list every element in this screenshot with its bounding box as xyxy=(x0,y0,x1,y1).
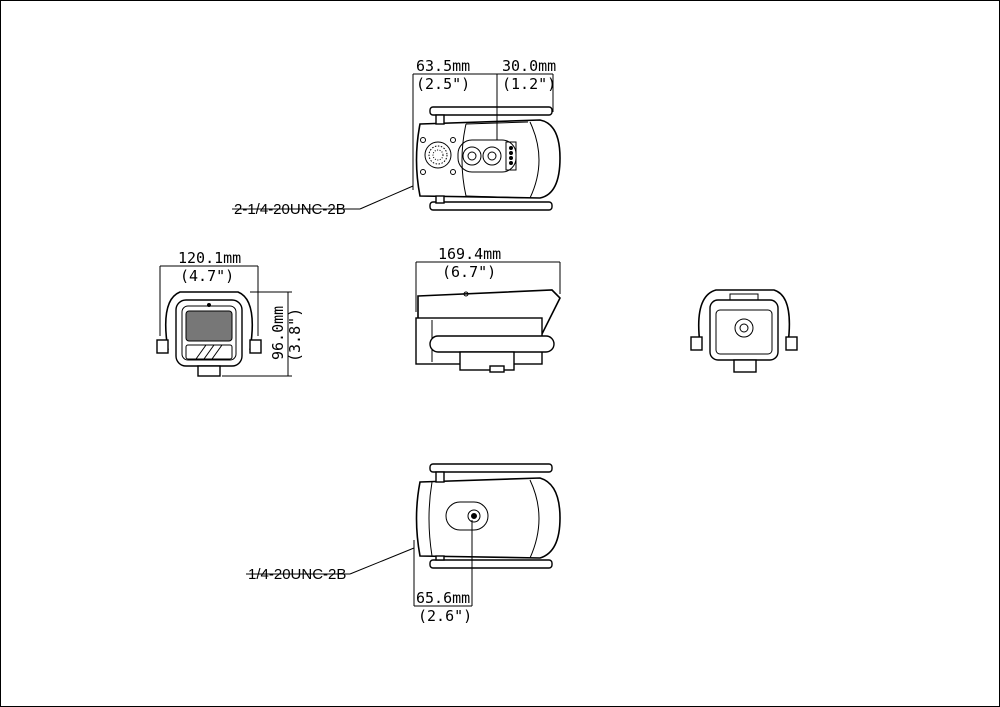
bottom-view-body xyxy=(415,477,561,559)
bottom-view-rail-upper xyxy=(429,463,553,473)
dim-side-length-mm: 169.4mm xyxy=(438,245,501,263)
rear-view-bracket xyxy=(697,289,791,345)
side-view-mount xyxy=(459,351,515,371)
front-ir-window xyxy=(185,344,233,360)
side-view-rail xyxy=(429,335,555,353)
top-view-body xyxy=(415,119,561,199)
top-mount-hole-left xyxy=(462,146,482,166)
rear-base xyxy=(733,359,757,373)
dim-front-height-inch: (3.8") xyxy=(286,308,304,362)
dim-top-left-mm: 63.5mm xyxy=(416,57,470,75)
note-bottom-mount: 1/4-20UNC-2B xyxy=(248,566,346,583)
bottom-mount-plate xyxy=(445,501,489,531)
top-view-rail-lower xyxy=(429,201,553,211)
front-lens-window xyxy=(185,310,233,342)
dim-top-left-inch: (2.5") xyxy=(416,75,470,93)
rear-knob-left xyxy=(690,336,703,351)
bottom-view: 65.6mm (2.6") 1/4-20UNC-2B xyxy=(246,463,561,625)
bottom-view-rail-lower xyxy=(429,559,553,569)
front-base xyxy=(197,365,221,377)
rear-cable-gland xyxy=(734,318,754,338)
top-view-rail-upper xyxy=(429,106,553,116)
top-mount-hole-right xyxy=(482,146,502,166)
rear-cable-port xyxy=(729,293,759,301)
dim-front-width-inch: (4.7") xyxy=(180,267,234,285)
dim-side-length-inch: (6.7") xyxy=(442,263,496,281)
front-knob-right xyxy=(249,339,262,354)
rear-view xyxy=(690,289,798,373)
top-view: 63.5mm (2.5") 30.0mm (1.2") 2-1/4-20UNC-… xyxy=(232,57,561,218)
dim-bottom-offset-inch: (2.6") xyxy=(418,607,472,625)
label-strip xyxy=(505,141,517,171)
bottom-mount-hole xyxy=(467,509,481,523)
speaker-grille xyxy=(424,141,452,169)
note-top-mount: 2-1/4-20UNC-2B xyxy=(234,201,346,218)
dim-front-width-mm: 120.1mm xyxy=(178,249,241,267)
dim-bottom-offset-mm: 65.6mm xyxy=(416,589,470,607)
front-view: 120.1mm (4.7") 96.0mm (3.8") xyxy=(156,249,304,377)
dim-front-height-mm: 96.0mm xyxy=(269,306,287,360)
front-knob-left xyxy=(156,339,169,354)
rear-view-body xyxy=(709,299,779,361)
front-view-bracket xyxy=(164,291,254,351)
dim-top-right-inch: (1.2") xyxy=(502,75,556,93)
side-view: 169.4mm (6.7") xyxy=(415,245,561,373)
rear-knob-right xyxy=(785,336,798,351)
dim-top-right-mm: 30.0mm xyxy=(502,57,556,75)
top-mount-plate xyxy=(457,139,517,173)
